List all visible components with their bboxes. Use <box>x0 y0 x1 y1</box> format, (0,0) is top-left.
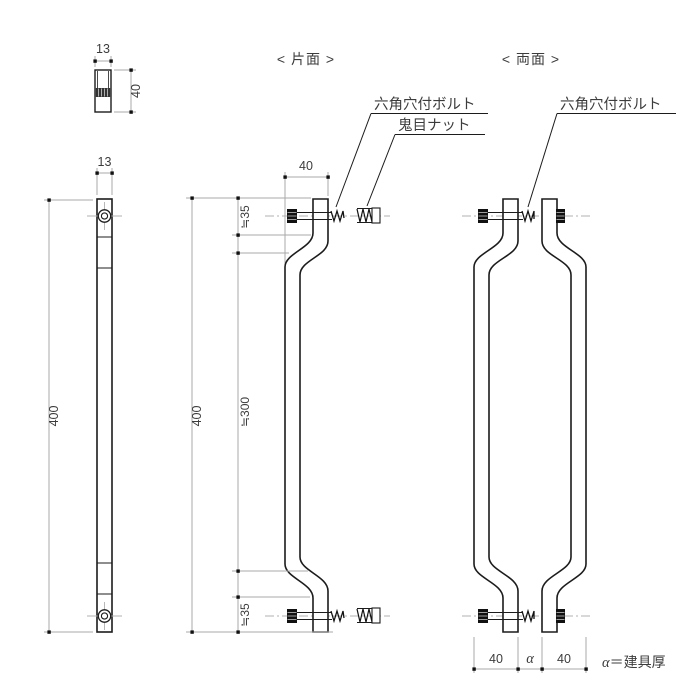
dim-dot <box>190 630 194 634</box>
dim-dot <box>516 667 520 671</box>
section-knurl-hatch <box>98 88 108 97</box>
double-left-dim-label: 40 <box>489 652 503 666</box>
single-bottom-insert-nut <box>356 607 381 624</box>
dim-dot <box>129 68 133 72</box>
alpha-note-text: ＝建具厚 <box>610 654 666 670</box>
single-view-title: < 片面 > <box>277 51 335 67</box>
front-width-label: 13 <box>98 155 112 169</box>
bolt-threads <box>521 208 535 224</box>
single-bottom-bolt <box>287 608 345 624</box>
double-right-handle-outline <box>541 198 587 633</box>
front-dim-width <box>96 168 113 195</box>
bolt-threads <box>330 608 345 624</box>
dim-dot <box>326 175 330 179</box>
front-view: 13 400 <box>44 155 122 634</box>
dim-dot <box>47 630 51 634</box>
single-bottom-dim-label: ≒35 <box>238 603 252 627</box>
double-top-bolt <box>478 208 565 224</box>
double-bolt-label: 六角穴付ボルト <box>560 96 662 113</box>
dim-dot <box>95 171 99 175</box>
double-side-view: < 両面 > 六角穴付ボルト <box>462 51 676 673</box>
bolt-callout: 六角穴付ボルト <box>335 96 488 208</box>
front-height-label: 400 <box>47 406 61 427</box>
single-offset-label: 40 <box>299 159 313 173</box>
dim-dot <box>93 59 97 63</box>
single-height-label: 400 <box>190 406 204 427</box>
dim-dot <box>190 196 194 200</box>
section-height-label: 40 <box>129 84 143 98</box>
dim-dot <box>236 233 240 237</box>
single-handle-outline <box>284 198 329 633</box>
dim-dot <box>236 595 240 599</box>
section-inner-lines <box>97 71 109 88</box>
dim-dot <box>47 198 51 202</box>
double-bolt-callout: 六角穴付ボルト <box>527 96 676 208</box>
dim-dot <box>584 667 588 671</box>
single-dim-chain <box>186 197 333 633</box>
dim-dot <box>109 59 113 63</box>
front-tangent-lines <box>97 236 112 595</box>
section-dim-width <box>94 56 112 67</box>
dim-dot <box>283 175 287 179</box>
front-bottom-hole <box>87 602 122 630</box>
dim-dot <box>236 630 240 634</box>
front-bar-outline <box>96 198 113 633</box>
section-width-label: 13 <box>96 42 110 56</box>
front-top-hole <box>87 202 122 230</box>
dim-dot <box>129 110 133 114</box>
dim-dot <box>472 667 476 671</box>
double-bottom-bolt <box>478 608 565 624</box>
section-knurl-band <box>95 88 111 97</box>
single-top-bolt <box>287 208 345 224</box>
alpha-note: α＝建具厚 <box>602 654 666 671</box>
double-view-title: < 両面 > <box>502 51 560 67</box>
dim-dot <box>236 196 240 200</box>
double-dim-chain <box>473 637 587 673</box>
front-dim-height <box>44 199 93 633</box>
bolt-label: 六角穴付ボルト <box>374 96 476 113</box>
single-side-view: < 片面 > 六角穴付ボルト 鬼目ナット 40 <box>186 51 488 634</box>
nut-callout: 鬼目ナット <box>366 117 485 207</box>
bolt-threads <box>521 608 535 624</box>
double-right-dim-label: 40 <box>557 652 571 666</box>
alpha-note-symbol: α <box>602 655 610 671</box>
single-top-dim-label: ≒35 <box>238 205 252 229</box>
dim-dot <box>540 667 544 671</box>
single-grip-dim-label: ≒300 <box>238 397 252 427</box>
double-left-handle-outline <box>473 198 519 633</box>
bolt-threads <box>330 208 345 224</box>
section-view: 13 40 <box>93 42 143 114</box>
single-top-insert-nut <box>356 207 381 224</box>
double-alpha-dim-label: α <box>526 651 534 667</box>
dim-dot <box>236 569 240 573</box>
dim-dot <box>236 251 240 255</box>
nut-label: 鬼目ナット <box>398 117 471 134</box>
dim-dot <box>110 171 114 175</box>
